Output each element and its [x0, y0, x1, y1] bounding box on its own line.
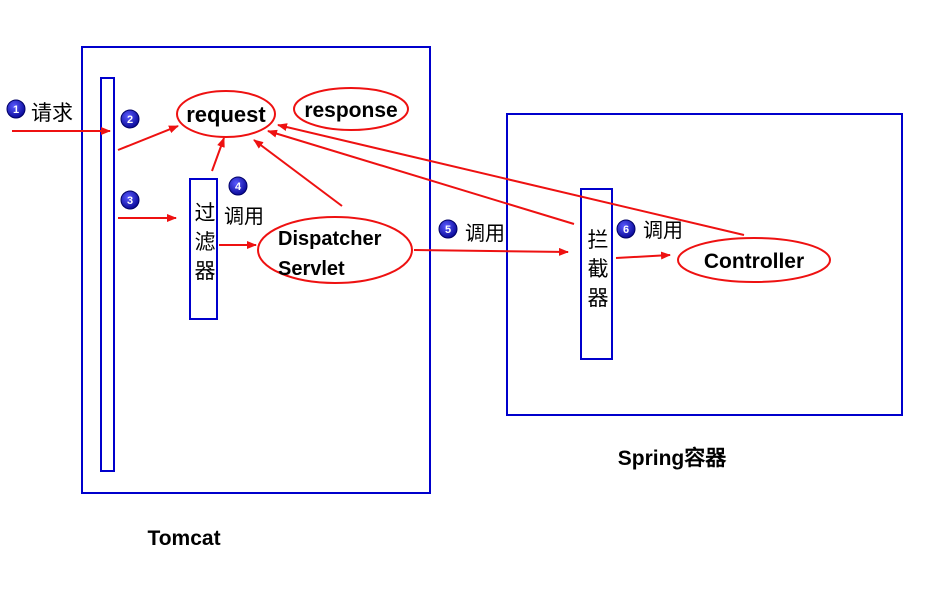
request-ellipse	[176, 90, 276, 138]
filter-box	[189, 178, 218, 320]
arrow-filter-to-request	[211, 137, 225, 172]
step-2-number: 2	[127, 114, 133, 126]
step-4-badge: 4	[228, 176, 248, 196]
step-6-text: 调用	[643, 218, 683, 242]
tomcat-label: Tomcat	[147, 527, 220, 550]
step-3-badge: 3	[120, 190, 140, 210]
interceptor-char-2: 截	[588, 257, 609, 281]
response-ellipse	[293, 87, 409, 131]
controller-ellipse	[677, 237, 831, 283]
step-6-badge: 6	[616, 219, 636, 239]
request-label: request	[186, 102, 266, 127]
arrow-controller-to-request	[277, 123, 745, 236]
dispatcher-label-line1: Dispatcher	[278, 228, 382, 250]
tomcat-entry-bar	[100, 77, 115, 472]
step-4-number: 4	[235, 181, 242, 193]
step-6-number: 6	[623, 224, 629, 236]
step-5-number: 5	[445, 224, 451, 236]
spring-container	[506, 113, 903, 416]
step-4-text: 调用	[224, 204, 264, 228]
spring-label: Spring容器	[618, 446, 727, 470]
response-label: response	[304, 99, 397, 122]
step-2-badge: 2	[120, 109, 140, 129]
controller-label: Controller	[704, 250, 804, 273]
arrow-to-request	[117, 125, 179, 151]
dispatcher-servlet-ellipse	[257, 216, 413, 284]
step-1-badge: 1	[6, 99, 26, 119]
step-5-text: 调用	[465, 221, 505, 245]
filter-char-1: 过	[195, 201, 216, 225]
interceptor-box	[580, 188, 613, 360]
arrow-interceptor-to-request	[267, 129, 575, 225]
arrow-dispatcher-to-interceptor	[413, 247, 569, 256]
arrow-dispatcher-to-request	[253, 139, 343, 207]
dispatcher-label-line2: Servlet	[278, 258, 345, 280]
interceptor-char-3: 器	[588, 286, 609, 310]
step-5-badge: 5	[438, 219, 458, 239]
filter-char-3: 器	[195, 259, 216, 283]
step-3-number: 3	[127, 195, 133, 207]
interceptor-char-1: 拦	[588, 228, 609, 252]
filter-char-2: 滤	[195, 230, 216, 254]
arrow-interceptor-to-controller	[615, 251, 671, 260]
tomcat-container	[81, 46, 431, 494]
step-1-number: 1	[13, 104, 19, 116]
step-1-text: 请求	[31, 101, 73, 125]
